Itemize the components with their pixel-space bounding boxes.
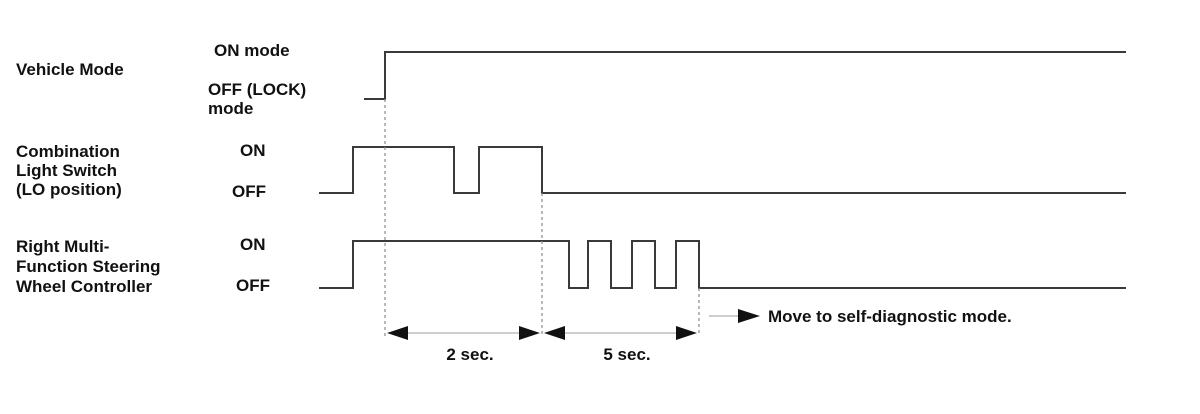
state-label-off-lock-line2: mode xyxy=(208,99,253,118)
state-label-light-switch-on: ON xyxy=(240,141,266,160)
state-label-off-lock-line1: OFF (LOCK) xyxy=(208,80,306,99)
state-label-controller-on: ON xyxy=(240,235,266,254)
state-label-on-mode: ON mode xyxy=(214,41,290,60)
signal-name-steering-controller-line1: Right Multi- xyxy=(16,237,109,256)
signal-name-steering-controller-line2: Function Steering xyxy=(16,257,161,276)
waveform-light-switch xyxy=(319,146,1126,194)
state-label-light-switch-off: OFF xyxy=(232,182,266,201)
signal-name-light-switch-line1: Combination xyxy=(16,142,120,161)
signal-name-vehicle-mode: Vehicle Mode xyxy=(16,60,124,79)
signal-name-light-switch-line2: Light Switch xyxy=(16,161,117,180)
waveform-vehicle-mode xyxy=(364,51,1126,100)
dimension-arrow-2-sec-left xyxy=(387,326,408,340)
state-label-controller-off: OFF xyxy=(236,276,270,295)
dimension-arrow-5-sec-left xyxy=(544,326,565,340)
dimension-arrow-5-sec-right xyxy=(676,326,697,340)
interval-label-5-sec: 5 sec. xyxy=(603,345,650,364)
result-arrow-icon xyxy=(738,309,760,323)
result-note: Move to self-diagnostic mode. xyxy=(768,307,1012,326)
signal-name-light-switch-line3: (LO position) xyxy=(16,180,122,199)
waveform-steering-controller xyxy=(319,240,1126,289)
interval-label-2-sec: 2 sec. xyxy=(446,345,493,364)
dimension-arrow-2-sec-right xyxy=(519,326,540,340)
signal-name-steering-controller-line3: Wheel Controller xyxy=(16,277,152,296)
